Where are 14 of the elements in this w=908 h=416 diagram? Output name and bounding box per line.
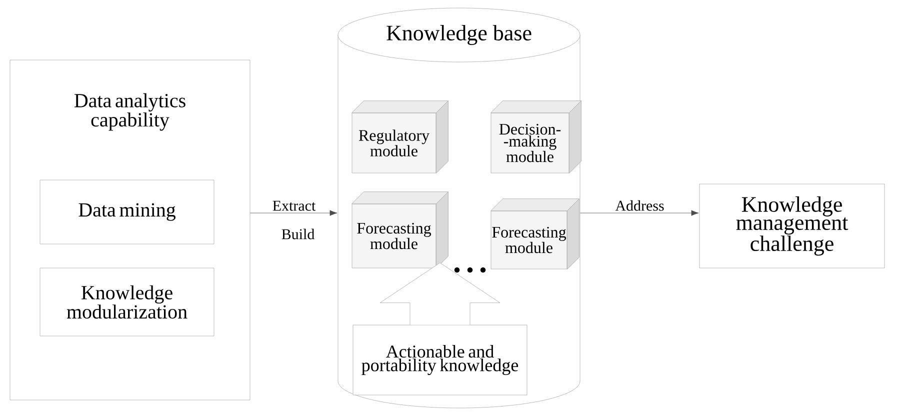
module-cube: Forecasting module — [490, 198, 580, 270]
arrow — [250, 210, 338, 216]
text-box: Actionable and portability knowledge — [352, 324, 528, 396]
caption-text: Build — [282, 228, 314, 240]
block-arrow — [380, 262, 500, 325]
arrow — [580, 210, 699, 216]
text-box: Knowledge management challenge — [699, 184, 885, 268]
edge-label: Extract — [272, 200, 316, 211]
module-cube: Forecasting module — [352, 192, 448, 268]
text-box: Data mining — [40, 180, 214, 244]
module-cube: Decision- -making module — [490, 100, 582, 174]
edge-label: Address — [615, 200, 664, 211]
text-box: Knowledge modularization — [40, 268, 214, 336]
module-cube: Regulatory module — [352, 100, 448, 174]
